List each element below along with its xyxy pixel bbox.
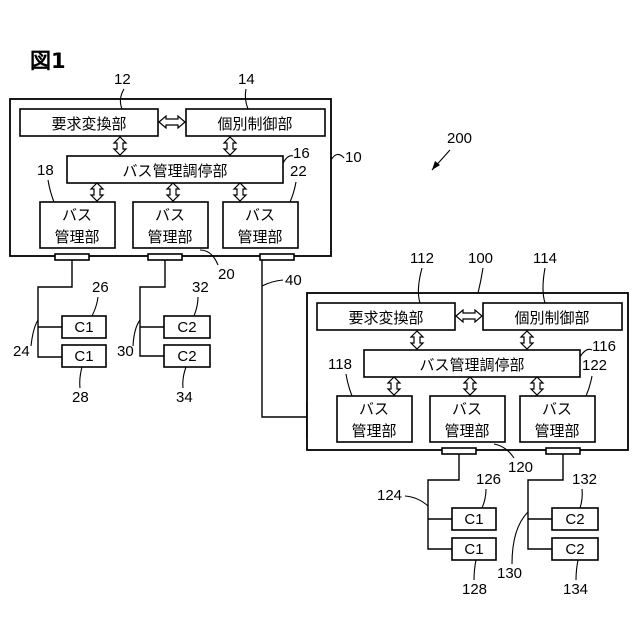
unit-b-port-right: [546, 448, 580, 454]
unit-a-ref: 10: [345, 149, 362, 166]
unit-a-node-c2-bottom-label: C2: [177, 348, 196, 365]
unit-a-bus-30-ref: 30: [117, 343, 134, 360]
unit-b-bus-manager-120-line2: 管理部: [444, 422, 489, 440]
unit-b-bus-manager-122-line1: バス: [542, 400, 572, 418]
unit-a-bus-manager-18-line1: バス: [62, 206, 92, 224]
system-ref-arrow: [432, 150, 450, 170]
unit-a-bus-manager-18-ref: 18: [37, 162, 54, 179]
unit-b-node-c1-bottom-label: C1: [464, 541, 483, 558]
control-unit-b: 要求変換部 個別制御部 バス管理調停部 バス 管理部 バス 管理部 バス 管理部: [307, 293, 628, 454]
control-unit-a: 要求変換部 個別制御部 バス管理調停部 バス 管理部 バス 管理部 バス 管理部: [10, 99, 331, 260]
unit-b-node-134-ref-leader: [576, 560, 578, 580]
unit-b-node-126-ref-leader: [482, 489, 486, 508]
unit-b-node-c2-bottom-label: C2: [565, 541, 584, 558]
unit-b-bus-124-ref-leader: [405, 496, 428, 506]
figure-title: 図1: [30, 49, 66, 73]
unit-a-node-28-ref: 28: [72, 389, 89, 406]
unit-a-bus-manager-20-line2: 管理部: [147, 228, 192, 246]
unit-b-node-128-ref-leader: [474, 560, 476, 580]
unit-b-bus-130-ref-leader: [512, 512, 528, 564]
unit-a-node-32-ref: 32: [192, 279, 209, 296]
unit-a-bus-manager-22-line1: バス: [245, 206, 275, 224]
unit-b-bus-manager-118-line1: バス: [359, 400, 389, 418]
unit-a-bus-manager-22-ref: 22: [290, 163, 307, 180]
unit-b-bus-124: C1 C1: [428, 454, 496, 560]
unit-b-bus-manager-122-line2: 管理部: [534, 422, 579, 440]
unit-b-node-126-ref: 126: [476, 471, 501, 488]
link-ref: 40: [285, 272, 302, 289]
unit-a-bus-24-ref: 24: [13, 343, 30, 360]
unit-a-node-32-ref-leader: [194, 297, 198, 316]
unit-a-port-22: [260, 254, 294, 260]
unit-b-bus-130: C2 C2: [528, 454, 598, 560]
unit-a-node-c2-top-label: C2: [177, 319, 196, 336]
unit-a-bus-30-ref-leader: [133, 320, 140, 346]
unit-a-bus-manager-20-ref: 20: [218, 266, 235, 283]
unit-a-bus-manager-22-line2: 管理部: [237, 228, 282, 246]
unit-a-node-34-ref: 34: [176, 389, 193, 406]
unit-b-arbiter-ref: 116: [592, 338, 616, 355]
unit-a-node-c1-top-label: C1: [74, 319, 93, 336]
unit-a-port-18: [55, 254, 89, 260]
unit-b-bus-manager-118-ref: 118: [328, 356, 352, 373]
unit-b-bus-manager-120-ref: 120: [508, 459, 533, 476]
unit-b-node-132-ref-leader: [580, 489, 582, 508]
unit-b-node-c1-top-label: C1: [464, 511, 483, 528]
unit-b-node-128-ref: 128: [462, 581, 487, 598]
unit-b-port-left: [442, 448, 476, 454]
unit-a-request-converter-ref: 12: [114, 71, 131, 88]
unit-a-port-20: [148, 254, 182, 260]
unit-b-node-132-ref: 132: [572, 471, 597, 488]
unit-b-individual-controller-ref: 114: [533, 250, 557, 267]
unit-a-node-28-ref-leader: [80, 367, 82, 388]
unit-a-bus-24: C1 C1: [38, 260, 106, 367]
unit-a-node-26-ref: 26: [92, 279, 109, 296]
unit-b-ref-leader: [478, 268, 483, 293]
unit-b-bus-manager-118-line2: 管理部: [351, 422, 396, 440]
unit-a-request-converter-label: 要求変換部: [51, 115, 126, 133]
unit-a-individual-controller-ref: 14: [238, 71, 255, 88]
unit-a-arbiter-ref: 16: [293, 145, 310, 162]
unit-b-request-converter-ref: 112: [410, 250, 434, 267]
unit-a-bus-manager-18-line2: 管理部: [54, 228, 99, 246]
unit-a-arbiter-label: バス管理調停部: [122, 162, 227, 180]
unit-b-individual-controller-label: 個別制御部: [514, 309, 589, 327]
unit-b-request-converter-label: 要求変換部: [348, 309, 423, 327]
unit-b-bus-130-ref: 130: [497, 565, 522, 582]
unit-a-individual-controller-label: 個別制御部: [217, 115, 292, 133]
link-ref-leader: [262, 280, 283, 286]
unit-a-ref-leader: [331, 154, 344, 160]
system-ref-label: 200: [447, 130, 472, 147]
unit-b-arbiter-label: バス管理調停部: [419, 356, 524, 374]
unit-a-node-c1-bottom-label: C1: [74, 348, 93, 365]
unit-a-node-34-ref-leader: [183, 367, 186, 388]
unit-a-bus-24-ref-leader: [31, 320, 38, 346]
unit-a-bus-30: C2 C2: [140, 260, 210, 367]
unit-b-node-134-ref: 134: [563, 581, 588, 598]
unit-b-node-c2-top-label: C2: [565, 511, 584, 528]
unit-b-bus-124-ref: 124: [377, 487, 402, 504]
unit-a-node-26-ref-leader: [92, 297, 98, 316]
unit-b-bus-manager-122-ref: 122: [582, 357, 607, 374]
unit-a-bus-manager-20-line1: バス: [155, 206, 185, 224]
unit-b-ref: 100: [468, 250, 493, 267]
unit-b-bus-manager-120-line1: バス: [452, 400, 482, 418]
